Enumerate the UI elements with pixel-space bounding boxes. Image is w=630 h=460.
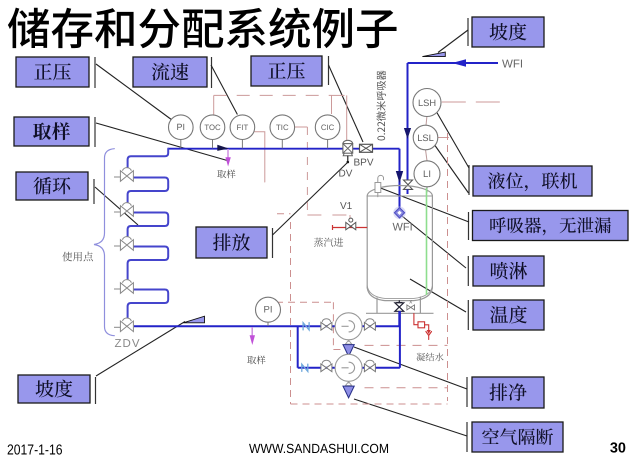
svg-text:V1: V1 — [340, 201, 353, 212]
svg-text:LI: LI — [423, 169, 431, 180]
svg-text:TIC: TIC — [276, 123, 289, 132]
svg-text:LSH: LSH — [418, 98, 436, 108]
svg-text:30: 30 — [610, 441, 626, 457]
svg-text:FIT: FIT — [237, 123, 249, 132]
svg-text:BPV: BPV — [354, 158, 374, 169]
svg-text:DV: DV — [339, 169, 353, 180]
svg-text:CIC: CIC — [321, 123, 335, 132]
svg-text:WFI: WFI — [393, 222, 413, 234]
svg-text:PI: PI — [264, 305, 273, 316]
svg-text:TOC: TOC — [204, 123, 221, 132]
svg-text:WFI: WFI — [502, 59, 523, 71]
svg-text:2017-1-16: 2017-1-16 — [7, 443, 63, 459]
svg-text:ZDV: ZDV — [115, 338, 141, 350]
svg-text:WWW.SANDASHUI.COM: WWW.SANDASHUI.COM — [249, 441, 389, 456]
svg-text:PI: PI — [177, 122, 186, 132]
svg-text:LSL: LSL — [417, 133, 434, 143]
svg-text:x: x — [409, 299, 413, 306]
